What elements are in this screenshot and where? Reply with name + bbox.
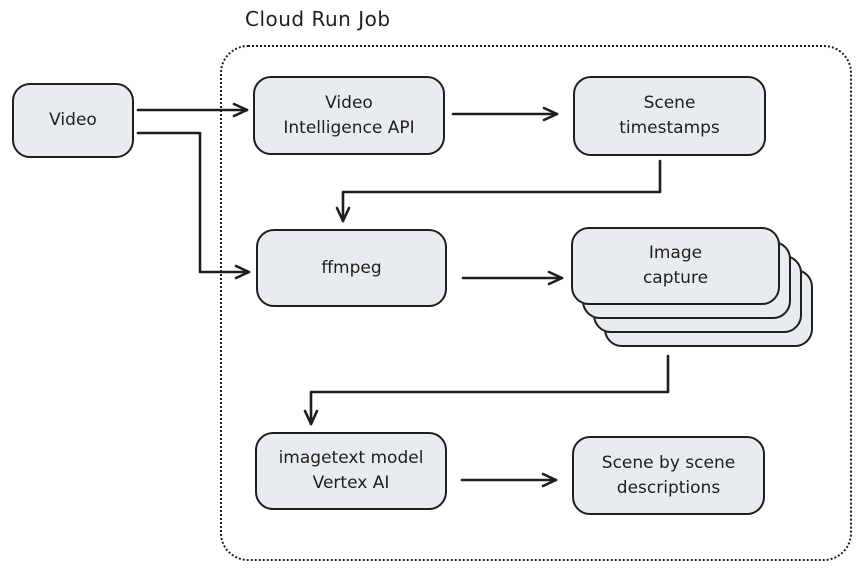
node-video-intelligence-api: Video Intelligence API: [253, 76, 445, 155]
node-scene-by-scene-descriptions: Scene by scene descriptions: [572, 436, 765, 515]
node-imagetext-model-vertex-ai: imagetext model Vertex AI: [255, 432, 447, 510]
cloud-run-job-group-container: [220, 45, 852, 561]
group-title-cloud-run-job: Cloud Run Job: [245, 7, 391, 31]
node-image-capture: Image capture: [571, 227, 780, 305]
node-ffmpeg: ffmpeg: [256, 229, 447, 307]
node-video: Video: [12, 83, 134, 158]
node-scene-timestamps: Scene timestamps: [573, 76, 766, 156]
